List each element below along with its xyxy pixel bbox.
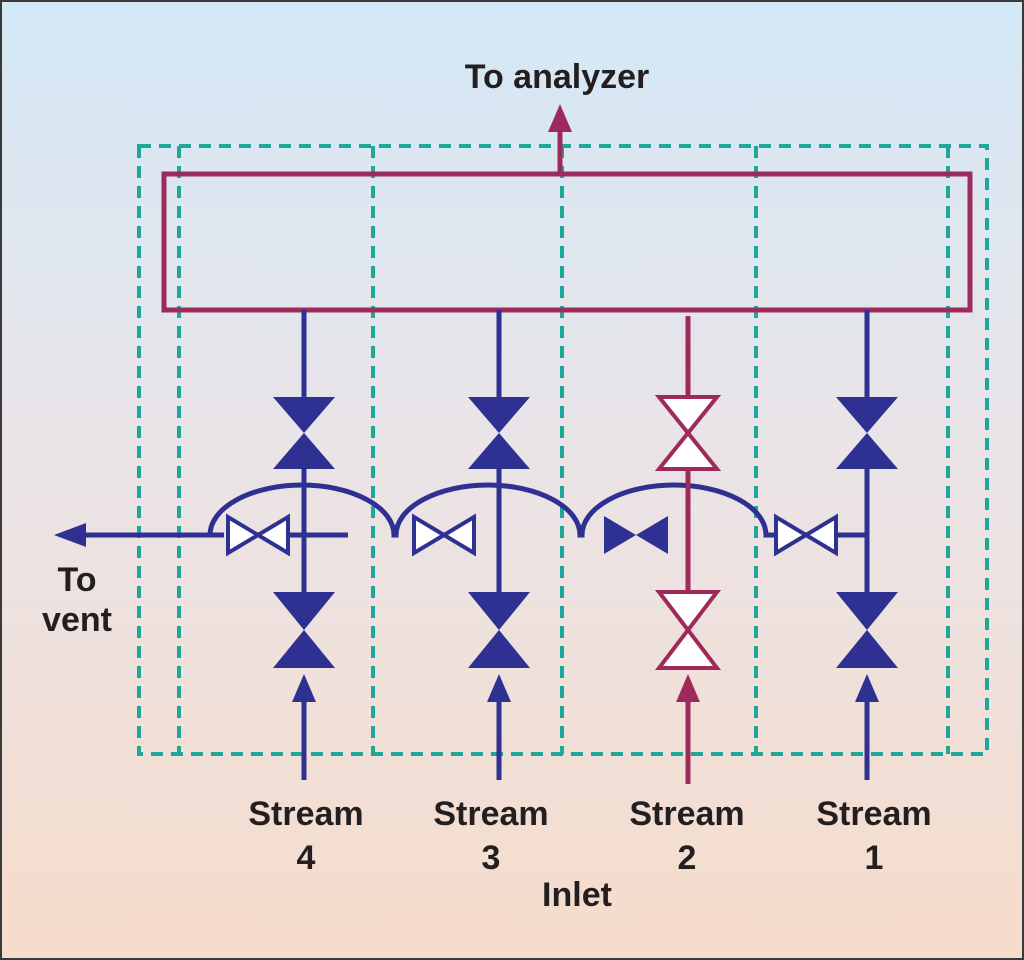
to-vent-label-line1: To	[57, 561, 97, 599]
stream-3-number: 3	[481, 839, 501, 877]
dashed-enclosure-group	[137, 144, 989, 756]
stream-4-number: 4	[296, 839, 316, 877]
vent-line	[72, 482, 869, 538]
stream-4-lower-valve[interactable]	[273, 592, 335, 668]
manifold-header	[161, 171, 973, 313]
stream-2-upper-valve[interactable]	[654, 395, 722, 471]
stream-2-name: Stream	[629, 795, 745, 833]
stream-2-lower-valve[interactable]	[654, 590, 722, 670]
stream-4-name: Stream	[248, 795, 364, 833]
stream-2-vent-valve[interactable]	[604, 516, 668, 554]
stream-1-label: Stream 1	[794, 792, 954, 880]
stream-3-line	[412, 310, 530, 780]
stream-3-lower-valve[interactable]	[468, 592, 530, 668]
stream-2-line	[604, 316, 722, 784]
to-vent-arrow	[54, 523, 86, 547]
stream-1-vent-valve[interactable]	[774, 513, 838, 557]
stream-2-number: 2	[677, 839, 697, 877]
stream-4-vent-valve[interactable]	[226, 513, 290, 557]
stream-1-upper-valve[interactable]	[836, 397, 898, 469]
to-vent-label-line2: vent	[42, 601, 112, 639]
stream-1-number: 1	[864, 839, 884, 877]
inlet-label: Inlet	[542, 876, 612, 914]
to-analyzer-arrow	[548, 104, 572, 174]
stream-4-label: Stream 4	[226, 792, 386, 880]
stream-3-upper-valve[interactable]	[468, 397, 530, 469]
stream-1-lower-valve[interactable]	[836, 592, 898, 668]
stream-1-name: Stream	[816, 795, 932, 833]
stream-4-upper-valve[interactable]	[273, 397, 335, 469]
stream-3-label: Stream 3	[411, 792, 571, 880]
stream-4-line	[226, 310, 335, 780]
stream-3-name: Stream	[433, 795, 549, 833]
stream-1-line	[774, 310, 898, 780]
stream-3-vent-valve[interactable]	[412, 513, 476, 557]
to-analyzer-label: To analyzer	[464, 58, 650, 96]
stream-2-label: Stream 2	[607, 792, 767, 880]
to-vent-label: To vent	[22, 560, 132, 640]
